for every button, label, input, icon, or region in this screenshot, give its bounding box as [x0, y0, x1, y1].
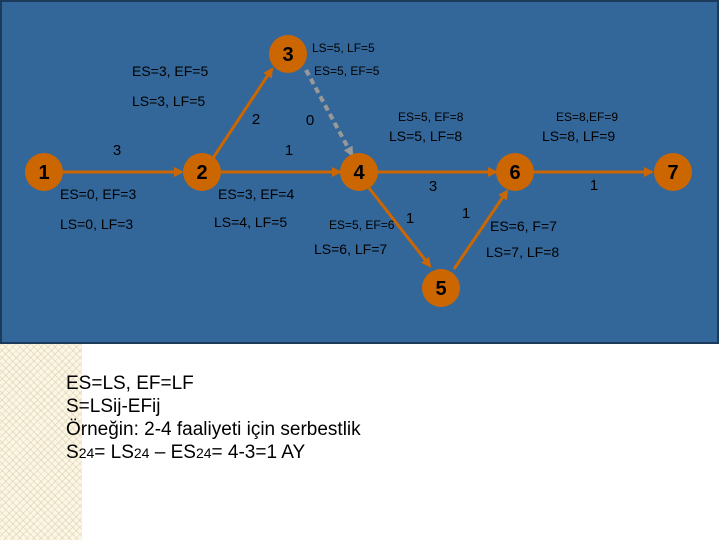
annotation-3-4-ls: LS=5, LF=5 — [312, 41, 375, 55]
node-3-label: 3 — [282, 44, 293, 66]
node-7-label: 7 — [667, 162, 678, 184]
note-line-4-c: = LS — [94, 442, 134, 463]
duration-5-6: 1 — [462, 205, 470, 222]
edge-4-5 — [367, 187, 432, 268]
annotation-1-2-ls: LS=0, LF=3 — [60, 216, 133, 232]
node-5: 5 — [422, 269, 460, 307]
node-4-label: 4 — [353, 162, 365, 184]
note-line-4: S24= LS24 – ES24= 4-3=1 AY — [66, 441, 361, 465]
node-7: 7 — [654, 153, 692, 191]
annotation-4-6-ls: LS=5, LF=8 — [389, 128, 462, 144]
notes-block: ES=LS, EF=LF S=LSij-EFij Örneğin: 2-4 fa… — [66, 372, 361, 465]
annotation-4-6-es: ES=5, EF=8 — [398, 110, 464, 124]
duration-3-4: 0 — [306, 112, 314, 129]
annotation-2-3-ls: LS=3, LF=5 — [132, 93, 205, 109]
annotation-4-5-es: ES=5, EF=6 — [329, 218, 395, 232]
edge-5-6 — [452, 189, 509, 270]
node-4: 4 — [340, 153, 378, 191]
annotation-2-4-ls: LS=4, LF=5 — [214, 214, 287, 230]
annotation-1-2-es: ES=0, EF=3 — [60, 186, 136, 202]
duration-1-2: 3 — [113, 142, 121, 159]
annotation-6-7-ls: LS=8, LF=9 — [542, 128, 615, 144]
note-line-3: Örneğin: 2-4 faaliyeti için serbestlik — [66, 419, 361, 440]
edge-3-4-dummy — [304, 69, 354, 157]
duration-2-3: 2 — [252, 111, 260, 128]
annotation-5-6-es: ES=6, F=7 — [490, 218, 557, 234]
note-line-4-f: 24 — [195, 445, 212, 461]
duration-2-4: 1 — [285, 142, 293, 159]
annotation-5-6-ls: LS=7, LF=8 — [486, 244, 559, 260]
annotation-2-3-es: ES=3, EF=5 — [132, 63, 208, 79]
node-2: 2 — [183, 153, 221, 191]
note-line-4-b: 24 — [78, 445, 95, 461]
duration-4-5: 1 — [406, 210, 414, 227]
duration-6-7: 1 — [590, 177, 598, 194]
decorative-strip — [0, 344, 82, 540]
annotation-2-4-es: ES=3, EF=4 — [218, 186, 294, 202]
annotation-4-5-ls: LS=6, LF=7 — [314, 241, 387, 257]
note-line-2: S=LSij-EFij — [66, 396, 161, 417]
node-3: 3 — [269, 35, 307, 73]
note-line-4-d: 24 — [133, 445, 150, 461]
node-2-label: 2 — [196, 162, 207, 184]
node-6: 6 — [496, 153, 534, 191]
annotation-3-4-es: ES=5, EF=5 — [314, 64, 380, 78]
node-1: 1 — [25, 153, 63, 191]
note-line-4-g: = 4-3=1 AY — [211, 442, 306, 463]
node-5-label: 5 — [435, 278, 446, 300]
node-6-label: 6 — [509, 162, 520, 184]
annotation-6-7-es: ES=8,EF=9 — [556, 110, 618, 124]
note-line-4-a: S — [66, 442, 79, 463]
note-line-4-e: – ES — [149, 442, 196, 463]
edge-2-3 — [211, 67, 274, 159]
duration-4-6: 3 — [429, 178, 437, 195]
node-1-label: 1 — [38, 162, 49, 184]
note-line-1: ES=LS, EF=LF — [66, 373, 194, 394]
